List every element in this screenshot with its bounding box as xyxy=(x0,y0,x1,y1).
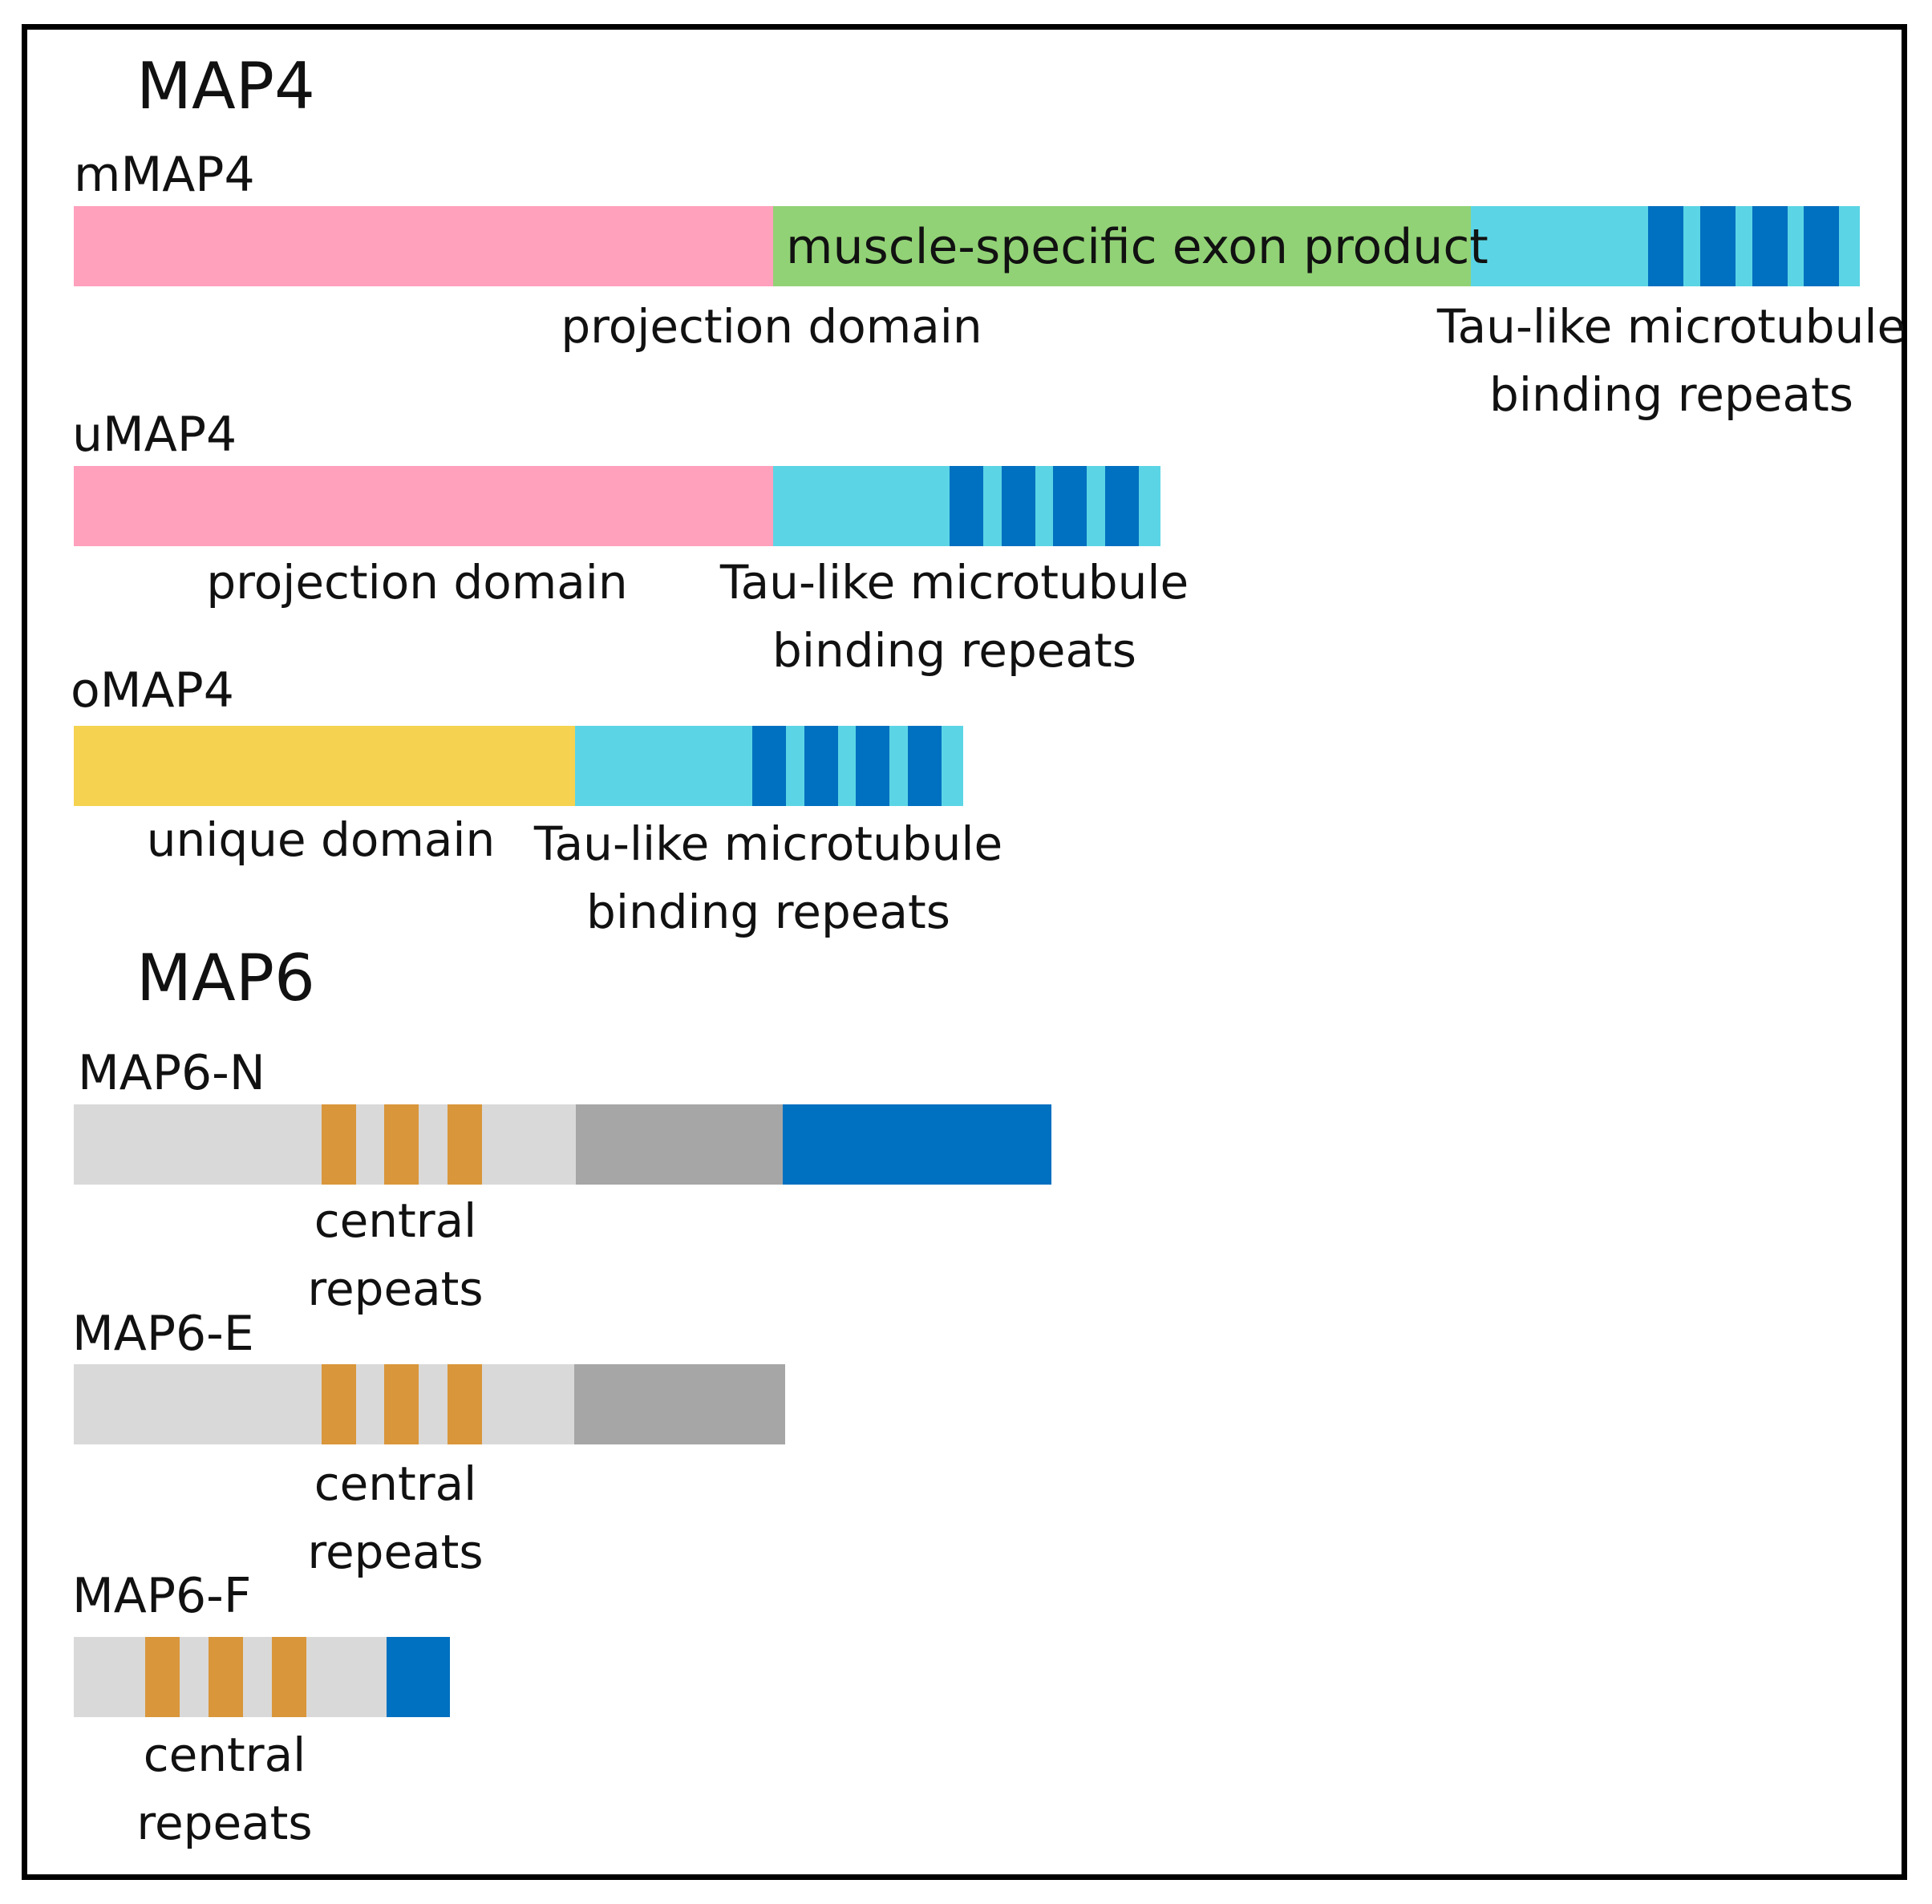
mmap4-projection-segment xyxy=(74,206,773,286)
mmap4-muscle-exon-segment xyxy=(773,206,1471,286)
mmap4-tau-label-line2: binding repeats xyxy=(1489,367,1853,422)
map6f-blue-segment xyxy=(387,1637,450,1717)
map6n-label-line1: central xyxy=(314,1193,477,1248)
map6e-label-line1: central xyxy=(314,1456,477,1511)
mmap4-repeat-3 xyxy=(1752,206,1788,286)
map6e-central-repeat-3 xyxy=(448,1364,482,1444)
figure-frame xyxy=(22,24,1907,1880)
umap4-name: uMAP4 xyxy=(72,407,237,463)
mmap4-repeat-2 xyxy=(1700,206,1736,286)
umap4-repeat-4 xyxy=(1105,466,1139,546)
map6e-central-repeat-1 xyxy=(322,1364,356,1444)
map6e-dark-segment xyxy=(574,1364,785,1444)
map6f-name: MAP6-F xyxy=(72,1568,252,1624)
omap4-unique-label: unique domain xyxy=(146,812,496,867)
umap4-tau-label-line1: Tau-like microtubule xyxy=(719,555,1189,610)
map6e-central-repeat-2 xyxy=(384,1364,419,1444)
omap4-name: oMAP4 xyxy=(71,662,234,719)
map6n-name: MAP6-N xyxy=(78,1045,265,1101)
map6e-label-line2: repeats xyxy=(307,1525,484,1579)
map6f-central-repeat-1 xyxy=(145,1637,180,1717)
omap4-tau-label-line1: Tau-like microtubule xyxy=(533,816,1003,871)
umap4-projection-segment xyxy=(74,466,773,546)
map4-title: MAP4 xyxy=(136,49,315,124)
mmap4-tau-label-line1: Tau-like microtubule xyxy=(1436,299,1906,354)
omap4-repeat-1 xyxy=(752,726,786,806)
omap4-repeat-3 xyxy=(856,726,889,806)
mmap4-repeat-1 xyxy=(1648,206,1683,286)
map6f-label-line1: central xyxy=(143,1728,306,1782)
umap4-tau-label-line2: binding repeats xyxy=(772,623,1136,678)
map6e-name: MAP6-E xyxy=(72,1306,254,1362)
map6n-central-repeat-3 xyxy=(448,1104,482,1185)
umap4-repeat-2 xyxy=(1002,466,1035,546)
mmap4-repeat-4 xyxy=(1804,206,1839,286)
omap4-repeat-4 xyxy=(908,726,942,806)
map6f-central-repeat-2 xyxy=(209,1637,243,1717)
omap4-repeat-2 xyxy=(804,726,838,806)
mmap4-name: mMAP4 xyxy=(74,147,255,203)
mmap4-exon-label: muscle-specific exon product xyxy=(786,219,1488,275)
map6n-dark-segment xyxy=(576,1104,783,1185)
mmap4-projection-label: projection domain xyxy=(561,299,982,354)
umap4-projection-label: projection domain xyxy=(206,555,628,610)
omap4-unique-segment xyxy=(74,726,575,806)
map6n-blue-segment xyxy=(783,1104,1051,1185)
map6-title: MAP6 xyxy=(136,941,315,1015)
map6n-label-line2: repeats xyxy=(307,1262,484,1316)
umap4-repeat-3 xyxy=(1053,466,1087,546)
omap4-tau-label-line2: binding repeats xyxy=(586,885,950,939)
map6f-label-line2: repeats xyxy=(136,1796,313,1850)
map6n-central-repeat-2 xyxy=(384,1104,419,1185)
umap4-repeat-1 xyxy=(950,466,983,546)
map6n-central-repeat-1 xyxy=(322,1104,356,1185)
map6f-central-repeat-3 xyxy=(272,1637,306,1717)
